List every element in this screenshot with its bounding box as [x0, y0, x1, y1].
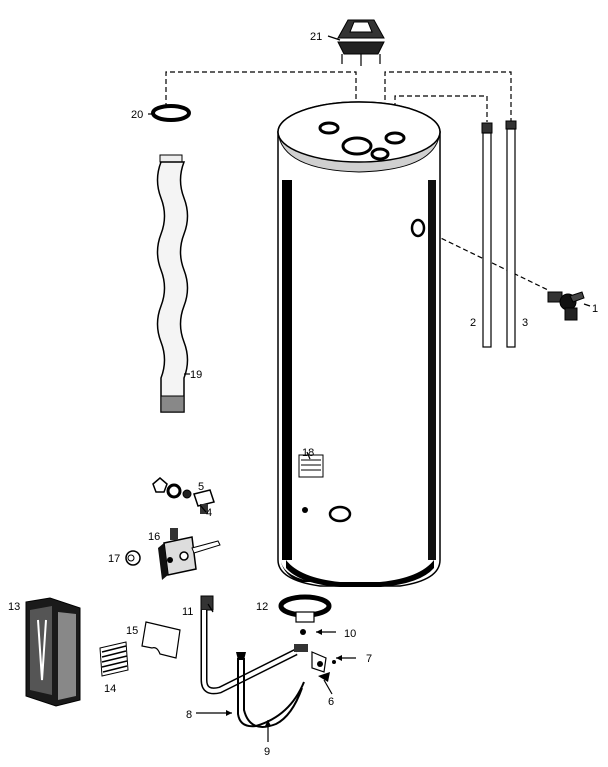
part-14-inner-door — [99, 641, 129, 677]
callout-3: 3 — [522, 317, 528, 329]
part-2-anode-rod — [481, 122, 493, 348]
part-10-orifice — [300, 629, 306, 635]
callout-16: 16 — [148, 531, 160, 543]
callout-17: 17 — [108, 553, 120, 565]
callout-9: 9 — [264, 746, 270, 758]
part-13-outer-door — [25, 597, 81, 707]
callout-13: 13 — [8, 601, 20, 613]
callout-1: 1 — [592, 303, 598, 315]
callout-21: 21 — [310, 31, 322, 43]
part-15-plate — [141, 621, 181, 659]
part-4-drain-valve — [152, 477, 215, 514]
leader-arrows — [148, 35, 591, 742]
part-7-bracket-screw — [332, 660, 336, 664]
part-17-knob — [125, 550, 141, 566]
part-20-gasket-ring — [151, 104, 191, 122]
callout-11: 11 — [182, 606, 193, 618]
callout-6: 6 — [328, 696, 334, 708]
part-12-burner — [278, 594, 332, 623]
callout-5: 5 — [198, 481, 204, 493]
water-heater-tank — [277, 101, 441, 587]
part-3-anode-rod — [505, 120, 517, 348]
part-11-manifold-tube — [200, 595, 308, 695]
part-21-flue-cap — [337, 19, 385, 66]
callout-12: 12 — [256, 601, 268, 613]
callout-20: 20 — [131, 109, 143, 121]
callout-2: 2 — [470, 317, 476, 329]
part-19-flue-pipe — [156, 154, 189, 413]
part-6-pilot-assembly — [311, 651, 330, 682]
callout-10: 10 — [344, 628, 356, 640]
callout-14: 14 — [104, 683, 116, 695]
part-1-relief-valve — [547, 291, 585, 321]
part-16-gas-control-valve — [158, 528, 221, 580]
callout-18: 18 — [302, 447, 314, 459]
part-9-thermocouple — [236, 652, 303, 728]
callout-4: 4 — [206, 507, 212, 519]
callout-7: 7 — [366, 653, 372, 665]
part-5-washer — [166, 483, 192, 499]
callout-19: 19 — [190, 369, 202, 381]
callout-15: 15 — [126, 625, 138, 637]
callout-8: 8 — [186, 709, 192, 721]
